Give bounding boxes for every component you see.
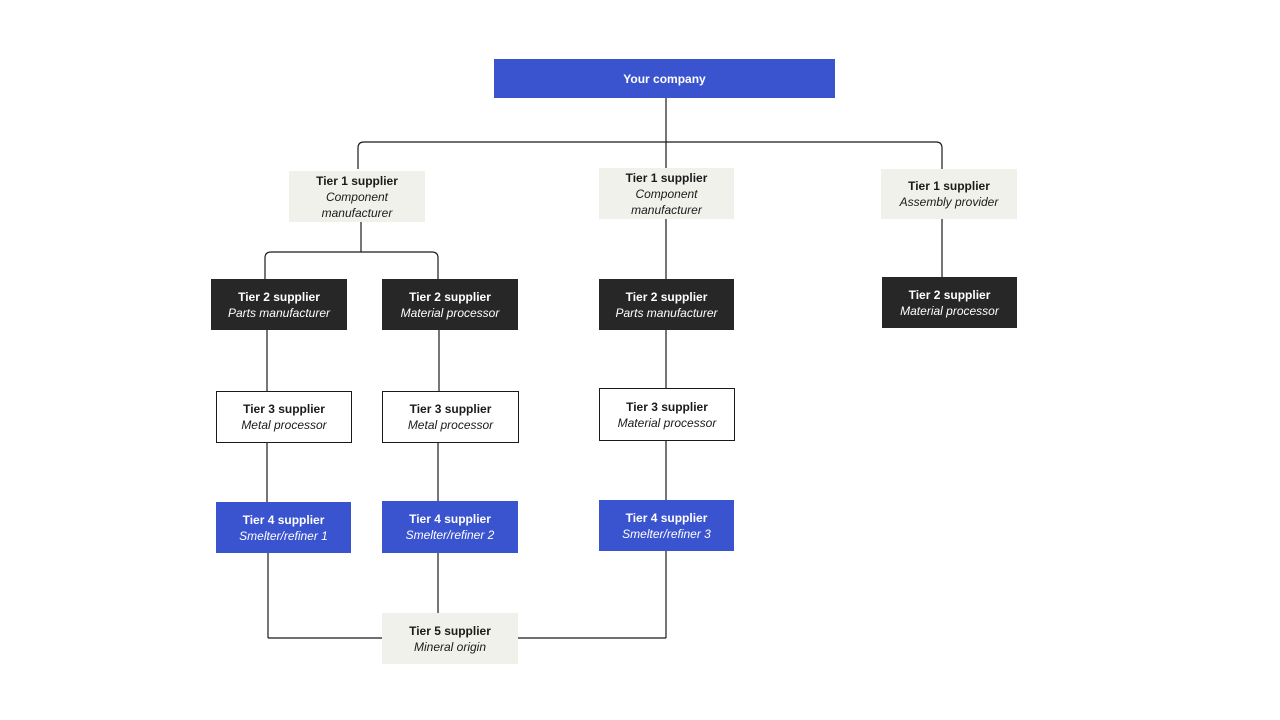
node-title: Tier 4 supplier (242, 512, 325, 527)
tier1-component-manufacturer-left: Tier 1 supplier Component manufacturer (289, 171, 425, 222)
node-subtitle: Material processor (900, 303, 999, 318)
tier3-metal-processor-left: Tier 3 supplier Metal processor (216, 391, 352, 443)
node-subtitle: Smelter/refiner 3 (622, 526, 711, 541)
node-subtitle: Metal processor (407, 418, 494, 432)
tier5-mineral-origin: Tier 5 supplier Mineral origin (382, 613, 518, 664)
node-subtitle: Parts manufacturer (615, 305, 718, 320)
node-title: Your company (623, 71, 706, 86)
tier4-smelter-refiner-3: Tier 4 supplier Smelter/refiner 3 (599, 500, 734, 551)
node-title: Tier 4 supplier (409, 512, 491, 526)
node-subtitle: Metal processor (241, 418, 327, 432)
connector (357, 141, 943, 169)
node-title: Tier 1 supplier (316, 173, 398, 188)
node-subtitle: Smelter/refiner 1 (239, 528, 328, 543)
tier2-material-processor-right: Tier 2 supplier Material processor (882, 277, 1017, 328)
node-title: Tier 3 supplier (626, 399, 708, 414)
tier1-component-manufacturer-middle: Tier 1 supplier Component manufacturer (599, 168, 734, 219)
node-subtitle: Material processor (400, 305, 500, 320)
your-company-node: Your company (494, 59, 835, 98)
tier2-parts-manufacturer-middle: Tier 2 supplier Parts manufacturer (599, 279, 734, 330)
node-title: Tier 1 supplier (625, 170, 708, 185)
node-subtitle: Component (325, 189, 389, 204)
node-subtitle: Parts manufacturer (227, 305, 331, 320)
node-title: Tier 4 supplier (625, 510, 708, 525)
node-subtitle: manufacturer (321, 205, 393, 220)
node-title: Tier 5 supplier (409, 623, 491, 638)
node-subtitle: manufacturer (631, 202, 702, 217)
node-subtitle: Mineral origin (413, 639, 487, 654)
tier3-metal-processor-middle: Tier 3 supplier Metal processor (382, 391, 519, 443)
tier2-parts-manufacturer-left: Tier 2 supplier Parts manufacturer (211, 279, 347, 330)
tier3-material-processor: Tier 3 supplier Material processor (599, 388, 735, 441)
node-subtitle: Material processor (617, 415, 717, 430)
node-subtitle: Assembly provider (899, 195, 999, 209)
node-title: Tier 2 supplier (625, 289, 708, 304)
connector (264, 251, 439, 279)
node-subtitle: Smelter/refiner 2 (405, 528, 495, 542)
node-subtitle: Component (635, 186, 698, 201)
node-title: Tier 2 supplier (238, 289, 320, 304)
tier4-smelter-refiner-2: Tier 4 supplier Smelter/refiner 2 (382, 501, 518, 553)
node-title: Tier 3 supplier (409, 402, 492, 416)
node-title: Tier 2 supplier (409, 289, 491, 304)
node-title: Tier 1 supplier (908, 179, 990, 193)
tier4-smelter-refiner-1: Tier 4 supplier Smelter/refiner 1 (216, 502, 351, 553)
tier1-assembly-provider: Tier 1 supplier Assembly provider (881, 169, 1017, 219)
tier2-material-processor-left: Tier 2 supplier Material processor (382, 279, 518, 330)
node-title: Tier 2 supplier (908, 287, 991, 302)
node-title: Tier 3 supplier (243, 402, 325, 416)
